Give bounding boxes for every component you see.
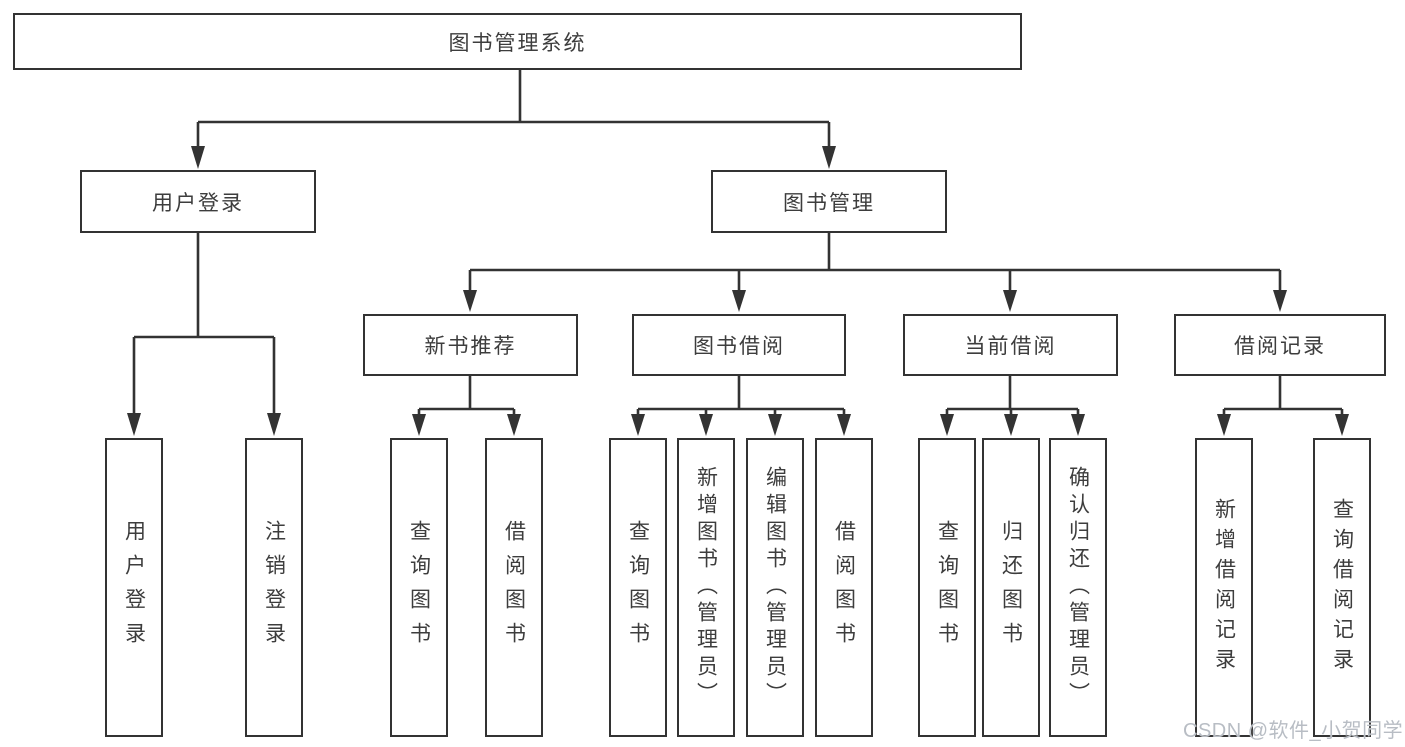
arrowhead [463,290,477,312]
node-new-book-recommend: 新书推荐 [363,314,578,376]
arrowhead [412,414,426,436]
node-leaf-user-login: 用户登录 [105,438,163,737]
connector-root-trunk [196,70,831,147]
node-label: 确认归还（管理员） [1066,466,1090,709]
connector-current-borrow [945,376,1080,415]
node-library-management-system: 图书管理系统 [13,13,1022,70]
arrowhead [822,146,836,169]
node-current-borrow: 当前借阅 [903,314,1118,376]
node-label: 图书借阅 [693,335,785,358]
node-label: 新增图书（管理员） [694,466,718,709]
arrowhead [507,414,521,436]
node-label: 当前借阅 [964,335,1057,358]
node-label: 查询图书 [935,519,959,656]
node-leaf-confirm-return-admin: 确认归还（管理员） [1049,438,1107,737]
node-label: 新书推荐 [424,335,517,358]
node-book-management: 图书管理 [711,170,947,233]
arrowhead [1004,414,1018,436]
arrowhead [837,414,851,436]
node-leaf-logout: 注销登录 [245,438,303,737]
node-label: 借阅图书 [832,519,856,656]
arrowhead [1003,290,1017,312]
node-label: 图书管理 [783,191,875,215]
node-leaf-query-books: 查询图书 [390,438,448,737]
node-label: 查询借阅记录 [1330,497,1354,678]
node-leaf-query-books: 查询图书 [609,438,667,737]
arrowhead [631,414,645,436]
arrowhead [191,146,205,169]
node-label: 查询图书 [407,519,431,656]
arrowhead [732,290,746,312]
node-label: 图书管理系统 [448,31,587,55]
arrowhead [699,414,713,436]
node-leaf-borrow-books: 借阅图书 [485,438,543,737]
node-leaf-add-books-admin: 新增图书（管理员） [677,438,735,737]
connector-user-login [132,233,276,414]
node-leaf-borrow-books: 借阅图书 [815,438,873,737]
node-label: 用户登录 [122,519,146,656]
arrowhead [1273,290,1287,312]
arrowhead [768,414,782,436]
node-label: 查询图书 [626,519,650,656]
node-label: 注销登录 [262,519,286,656]
node-leaf-edit-books-admin: 编辑图书（管理员） [746,438,804,737]
arrowhead [1335,414,1349,436]
node-leaf-query-books: 查询图书 [918,438,976,737]
node-borrow-record: 借阅记录 [1174,314,1386,376]
connector-book-management [468,233,1282,291]
arrowhead [267,413,281,436]
csdn-watermark: CSDN @软件_小贺同学 [1183,720,1404,742]
node-label: 借阅记录 [1234,335,1326,358]
node-user-login: 用户登录 [80,170,316,233]
node-leaf-add-borrow-record: 新增借阅记录 [1195,438,1253,737]
arrowhead [1071,414,1085,436]
node-book-borrow: 图书借阅 [632,314,846,376]
connector-book-borrow [636,376,846,415]
node-label: 用户登录 [152,191,244,215]
node-leaf-query-borrow-record: 查询借阅记录 [1313,438,1371,737]
connector-borrow-record [1222,376,1344,415]
node-label: 新增借阅记录 [1212,497,1236,678]
node-label: 归还图书 [999,519,1023,656]
node-leaf-return-books: 归还图书 [982,438,1040,737]
node-label: 编辑图书（管理员） [763,466,787,709]
arrowhead [940,414,954,436]
connector-new-book [417,376,516,415]
node-label: 借阅图书 [502,519,526,656]
arrowhead [127,413,141,436]
arrowhead [1217,414,1231,436]
